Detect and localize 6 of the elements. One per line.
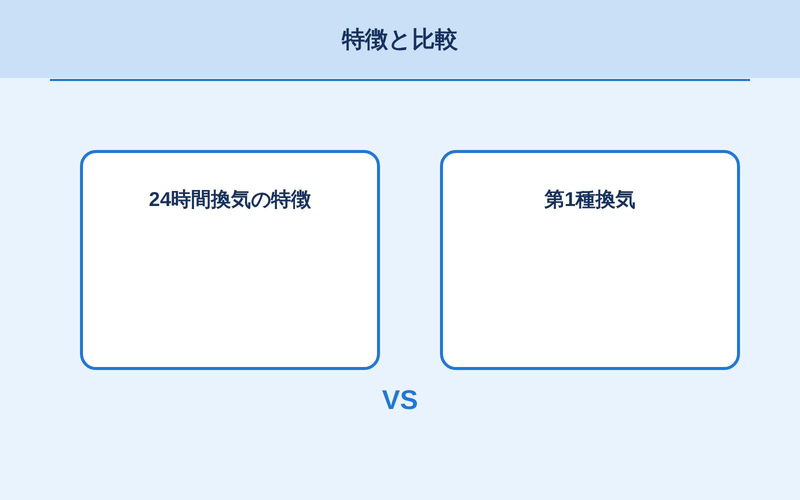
comparison-card — [80, 150, 380, 370]
vs-label: VS — [382, 384, 418, 417]
comparison-card — [440, 150, 740, 370]
card-heading: 第1種換気 — [543, 188, 637, 213]
card-heading: 24時間換気の特徴 — [148, 188, 312, 213]
title-text: 特徴と比較 — [340, 25, 459, 54]
